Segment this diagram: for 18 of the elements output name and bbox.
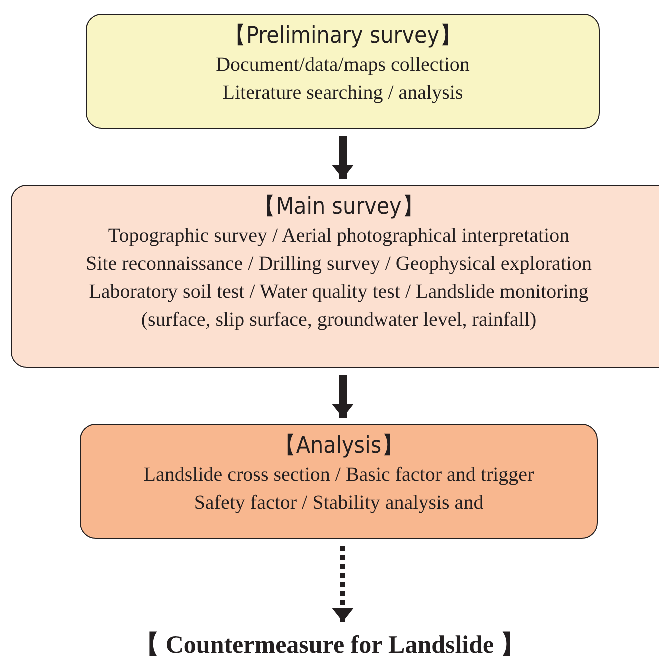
box-text: Document/data/maps collection — [215, 53, 471, 78]
arrow — [332, 136, 354, 179]
outcome-heading: 【 Countermeasure for Landslide 】 — [60, 628, 600, 660]
process-box — [86, 14, 600, 129]
box-text: Site reconnaissance / Drilling survey / Geophysical exploration — [85, 252, 593, 277]
arrow — [332, 375, 354, 418]
box-heading: 【Preliminary survey】 — [222, 22, 464, 51]
process-box — [80, 424, 598, 539]
box-text: (surface, slip surface, groundwater level, rainfall) — [140, 308, 538, 333]
process-box — [11, 185, 659, 368]
box-text: Safety factor / Stability analysis and — [193, 491, 485, 516]
box-text: Landslide cross section / Basic factor and trigger — [142, 463, 536, 488]
box-text: Literature searching / analysis — [222, 81, 464, 106]
box-text: Laboratory soil test / Water quality test / Landslide monitoring — [88, 280, 590, 305]
box-heading: 【Analysis】 — [272, 432, 406, 461]
arrow — [332, 546, 354, 622]
box-text: Topographic survey / Aerial photographical interpretation — [107, 224, 571, 249]
box-heading: 【Main survey】 — [252, 193, 426, 222]
